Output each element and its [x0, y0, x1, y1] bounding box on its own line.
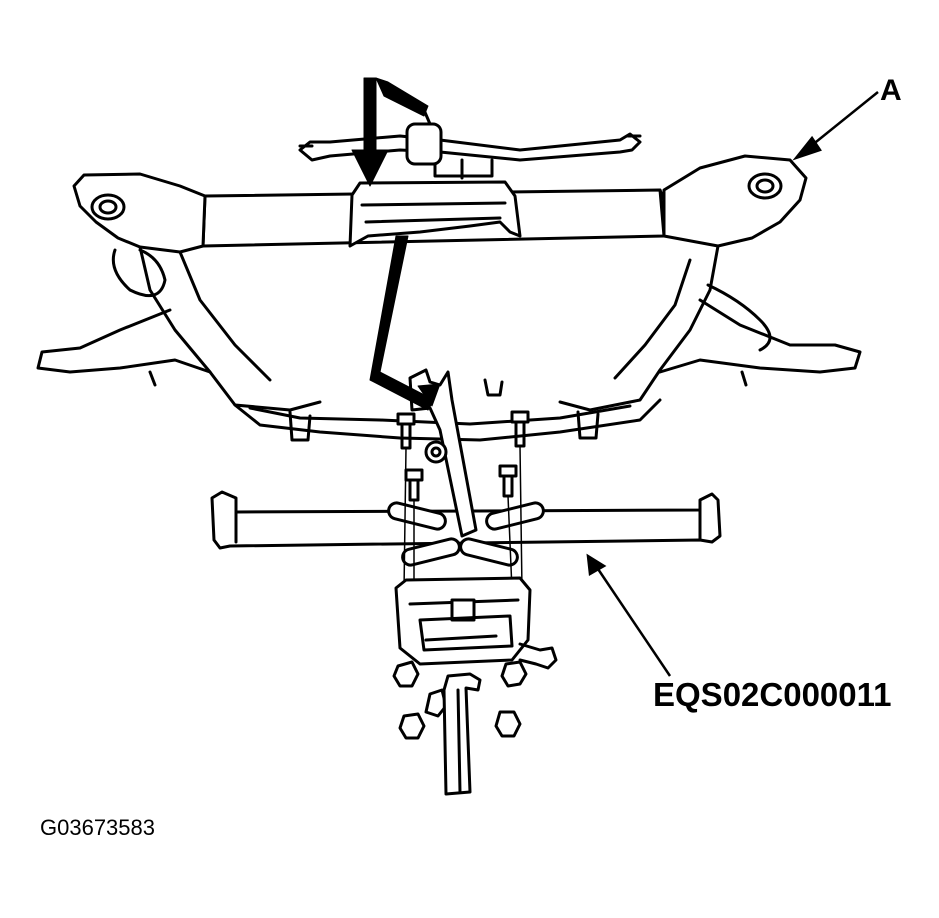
hose-assembly	[298, 108, 642, 166]
callout-tool-label: EQS02C000011	[653, 676, 892, 713]
slotted-plates	[387, 501, 545, 567]
callout-a-label: A	[880, 74, 902, 107]
callout-tool-leader	[586, 553, 672, 677]
figure-id-label: G03673583	[40, 815, 155, 840]
callout-a-leader	[792, 91, 879, 161]
support-post	[408, 368, 478, 538]
bolts	[396, 410, 530, 502]
installation-arrow	[351, 77, 441, 411]
jack-head	[392, 576, 558, 796]
alignment-lines	[403, 445, 523, 591]
subframe	[36, 154, 862, 442]
